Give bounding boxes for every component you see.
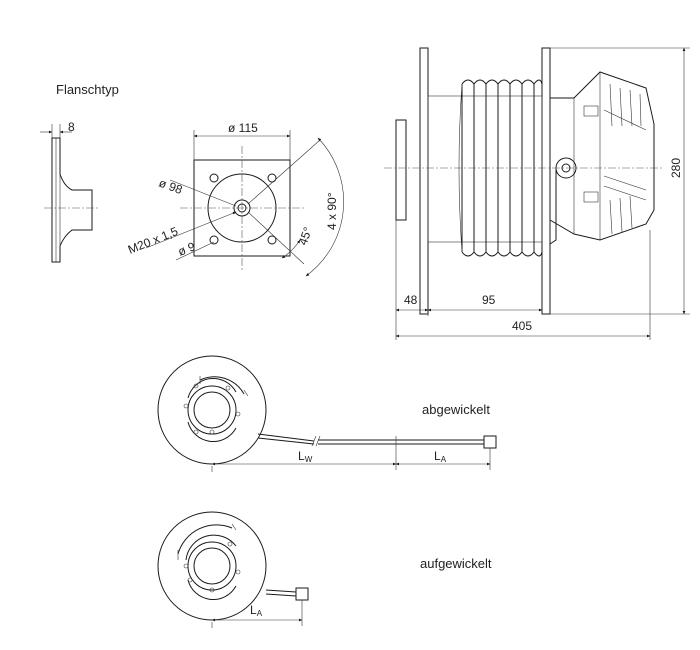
flange-thickness-label: 8: [68, 120, 75, 134]
drive-unit: [549, 71, 655, 245]
flange-bolt-circle-label: ø 98: [157, 176, 185, 197]
reel-side-view: 280 48 95 405: [384, 47, 690, 340]
svg-text:LW: LW: [298, 449, 313, 464]
reel-unwound-view: LW LA abgewickelt: [157, 355, 497, 472]
svg-text:LA: LA: [434, 449, 447, 464]
reel-wound-view: LA aufgewickelt: [157, 511, 492, 628]
reel-unwound-bolts: [183, 383, 241, 435]
la-label-sub-unwound: A: [441, 455, 447, 464]
flange-hole-label: ø 9: [176, 239, 198, 259]
flange-angle-label: 45°: [296, 225, 315, 247]
state-wound-label: aufgewickelt: [420, 556, 492, 571]
lw-label-sub: W: [305, 455, 313, 464]
reel-height-label: 280: [669, 158, 683, 178]
reel-wound-bolts: [183, 541, 241, 593]
la-label-main-wound: L: [250, 603, 257, 617]
flange-front-view: ø 115 ø 98 M20 x 1,5 ø 9 45° 4 x 90°: [126, 121, 344, 277]
flange-title: Flanschtyp: [56, 82, 119, 97]
flange-side-view: Flanschtyp 8: [40, 82, 119, 263]
reel-dim-a-label: 48: [404, 293, 418, 307]
svg-text:LA: LA: [250, 603, 263, 618]
flange-angle-multi-label: 4 x 90°: [325, 192, 339, 230]
flange-outer-diameter-label: ø 115: [228, 121, 258, 135]
la-label-sub-wound: A: [257, 609, 263, 618]
reel-dim-b-label: 95: [482, 293, 496, 307]
lw-label-main: L: [298, 449, 305, 463]
reel-dim-total-label: 405: [512, 319, 532, 333]
state-unwound-label: abgewickelt: [422, 402, 490, 417]
la-label-main-unwound: L: [434, 449, 441, 463]
flange-thread-label: M20 x 1,5: [126, 224, 180, 257]
